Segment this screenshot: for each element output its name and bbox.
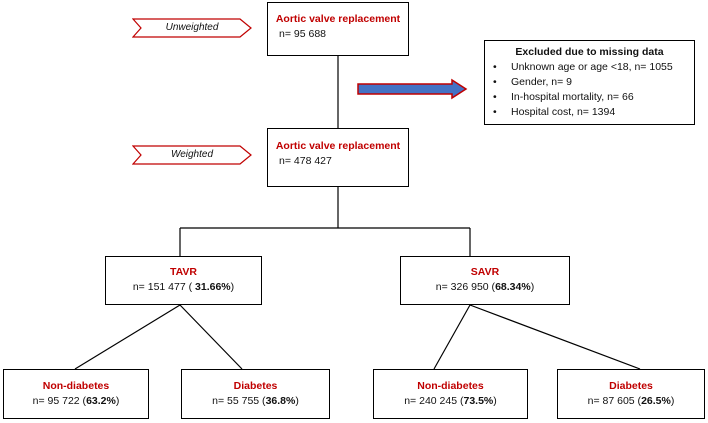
avr-weighted-box: Aortic valve replacement n= 478 427 xyxy=(267,128,409,187)
tavr-diabetes-box: Diabetes n= 55 755 (36.8%) xyxy=(181,369,330,419)
flag-shape-weighted xyxy=(132,145,252,165)
connector-tavr-nondiab xyxy=(74,304,181,370)
connector-tavr-diab xyxy=(179,304,243,370)
avr-unweighted-title: Aortic valve replacement xyxy=(275,13,401,25)
weighted-flag: Weighted xyxy=(132,145,252,165)
savr-title: SAVR xyxy=(470,266,500,278)
connector-savr-diab xyxy=(469,304,641,370)
exclusion-arrow xyxy=(357,78,468,100)
excluded-item: Gender, n= 9 xyxy=(493,75,694,90)
excluded-item: Unknown age or age <18, n= 1055 xyxy=(493,60,694,75)
savr-nondiabetes-title: Non-diabetes xyxy=(417,380,484,392)
savr-diabetes-title: Diabetes xyxy=(609,380,653,392)
savr-diabetes-box: Diabetes n= 87 605 (26.5%) xyxy=(557,369,705,419)
avr-weighted-count: n= 478 427 xyxy=(279,155,332,168)
tavr-box: TAVR n= 151 477 ( 31.66%) xyxy=(105,256,262,305)
savr-nondiabetes-count: n= 240 245 (73.5%) xyxy=(404,395,497,408)
tavr-nondiabetes-title: Non-diabetes xyxy=(42,380,110,392)
tavr-count: n= 151 477 ( 31.66%) xyxy=(132,281,235,294)
weighted-label: Weighted xyxy=(170,149,214,160)
savr-nondiabetes-box: Non-diabetes n= 240 245 (73.5%) xyxy=(373,369,528,419)
connector-savr-nondiab xyxy=(433,304,471,370)
excluded-box: Excluded due to missing data Unknown age… xyxy=(484,40,695,125)
flag-shape-unweighted xyxy=(132,18,252,38)
excluded-item: Hospital cost, n= 1394 xyxy=(493,105,694,120)
excluded-title: Excluded due to missing data xyxy=(515,46,664,58)
savr-diabetes-count: n= 87 605 (26.5%) xyxy=(587,395,675,408)
excluded-item: In-hospital mortality, n= 66 xyxy=(493,90,694,105)
tavr-nondiabetes-count: n= 95 722 (63.2%) xyxy=(32,395,120,408)
savr-box: SAVR n= 326 950 (68.34%) xyxy=(400,256,570,305)
avr-weighted-title: Aortic valve replacement xyxy=(275,140,401,152)
excluded-list: Unknown age or age <18, n= 1055 Gender, … xyxy=(485,60,694,120)
exclusion-arrow-shape xyxy=(357,78,468,100)
avr-unweighted-box: Aortic valve replacement n= 95 688 xyxy=(267,2,409,56)
tavr-nondiabetes-box: Non-diabetes n= 95 722 (63.2%) xyxy=(3,369,149,419)
tavr-title: TAVR xyxy=(169,266,198,278)
tavr-diabetes-title: Diabetes xyxy=(233,380,278,392)
avr-unweighted-count: n= 95 688 xyxy=(279,28,327,41)
unweighted-label: Unweighted xyxy=(165,22,219,33)
savr-count: n= 326 950 (68.34%) xyxy=(435,281,535,294)
tavr-diabetes-count: n= 55 755 (36.8%) xyxy=(212,395,299,408)
unweighted-flag: Unweighted xyxy=(132,18,252,38)
